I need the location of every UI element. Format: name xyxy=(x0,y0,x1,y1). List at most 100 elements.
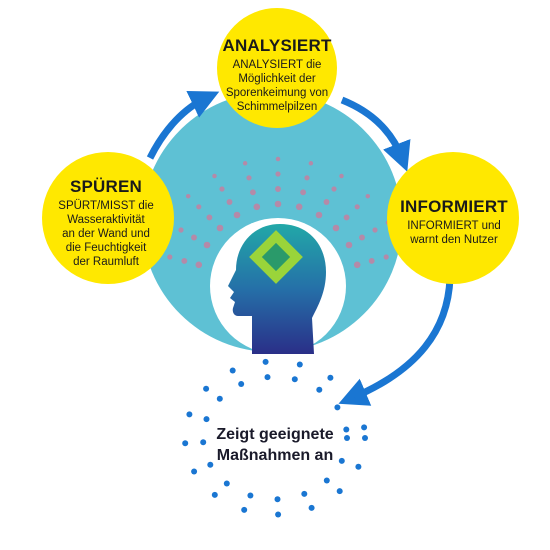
sensor-dot xyxy=(275,171,281,177)
sensor-dot xyxy=(178,227,184,233)
arrow-analysiert-to-informiert xyxy=(340,96,411,172)
spueren-title: SPÜREN xyxy=(69,177,143,196)
result-dot xyxy=(211,491,218,498)
result-dot xyxy=(182,440,189,447)
result-dot xyxy=(247,492,254,499)
informiert-circle xyxy=(387,152,519,284)
result-dot-ring xyxy=(182,358,368,518)
sensor-dot xyxy=(354,204,360,210)
sensor-dot xyxy=(332,224,340,232)
sensor-dot xyxy=(359,234,365,241)
spueren-line: Wasseraktivität xyxy=(67,214,145,226)
sensor-dot xyxy=(249,189,256,196)
sensor-dot xyxy=(196,204,202,210)
spueren-label: SPÜREN SPÜRT/MISST die Wasseraktivität a… xyxy=(42,177,170,269)
informiert-title: INFORMIERT xyxy=(400,197,508,216)
sensor-dot xyxy=(343,214,350,221)
result-dot xyxy=(338,457,345,464)
result-dot xyxy=(229,367,236,374)
result-dot xyxy=(349,396,356,403)
spueren-line: SPÜRT/MISST die xyxy=(58,200,154,212)
analysiert-line: ANALYSIERT die xyxy=(232,59,322,71)
analysiert-line: Möglichkeit der xyxy=(238,73,316,85)
analysiert-line: Sporenkeimung von xyxy=(225,87,329,99)
sensor-dot xyxy=(331,186,337,192)
sensor-dot xyxy=(226,199,233,205)
analysiert-circle xyxy=(217,8,337,128)
result-dot xyxy=(344,435,350,441)
sensor-dot xyxy=(212,173,217,179)
result-dot xyxy=(362,435,368,441)
informiert-line: warnt den Nutzer xyxy=(410,234,498,246)
analysiert-title: ANALYSIERT xyxy=(222,36,332,55)
informiert-line: INFORMIERT und xyxy=(407,220,501,232)
sensor-dot xyxy=(365,193,371,199)
human-head-silhouette-icon xyxy=(228,224,326,354)
result-dot xyxy=(308,504,315,511)
spueren-circle xyxy=(42,152,174,284)
spueren-line: an der Wand und xyxy=(62,228,150,240)
sensor-dot xyxy=(308,161,314,166)
result-dot xyxy=(200,439,207,446)
sensor-dot xyxy=(167,254,173,260)
result-dot xyxy=(291,376,298,383)
sensor-dot xyxy=(339,173,344,179)
sensor-dot xyxy=(191,234,197,241)
result-dot xyxy=(223,480,230,487)
analysiert-label: ANALYSIERT ANALYSIERT die Möglichkeit de… xyxy=(212,36,342,114)
spueren-description: SPÜRT/MISST die Wasseraktivität an der W… xyxy=(42,199,170,269)
sensor-dot xyxy=(203,241,211,249)
sensor-dot xyxy=(315,211,323,219)
result-dot xyxy=(207,461,214,468)
result-dot xyxy=(275,511,282,518)
sensor-dot xyxy=(274,200,282,208)
sensor-dot xyxy=(353,261,361,269)
sensor-dot xyxy=(181,257,188,264)
sensor-dot xyxy=(216,224,224,232)
result-dot xyxy=(186,411,193,418)
result-dot xyxy=(262,358,269,365)
informiert-description: INFORMIERT und warnt den Nutzer xyxy=(384,219,524,247)
informiert-label: INFORMIERT INFORMIERT und warnt den Nutz… xyxy=(384,197,524,247)
result-dot xyxy=(355,463,362,470)
sensor-dot xyxy=(246,175,252,181)
spueren-line: der Raumluft xyxy=(73,256,139,268)
analysiert-line: Schimmelpilzen xyxy=(236,101,318,113)
result-dot xyxy=(241,506,248,513)
result-dot xyxy=(203,416,210,423)
sensor-dot xyxy=(368,257,375,264)
result-dot xyxy=(343,426,350,433)
sensor-dot xyxy=(242,161,248,166)
result-line: Zeigt geeignete xyxy=(216,426,334,443)
result-dot xyxy=(238,381,245,387)
sensor-dot xyxy=(345,241,353,249)
sensor-dot xyxy=(275,186,281,192)
arrow-informiert-to-result xyxy=(338,277,454,406)
sensor-dot xyxy=(372,227,378,233)
result-dot xyxy=(361,424,368,431)
sensor-dot xyxy=(253,203,261,211)
sensor-dot xyxy=(300,189,307,196)
result-dot xyxy=(301,490,308,497)
result-dot xyxy=(191,468,198,475)
result-dot xyxy=(264,374,271,381)
sensor-dot xyxy=(233,211,241,219)
result-dot xyxy=(334,404,341,411)
sensor-dot xyxy=(295,203,303,211)
spueren-line: die Feuchtigkeit xyxy=(65,242,147,254)
arrow-spueren-to-analysiert xyxy=(146,91,220,160)
sensor-dot xyxy=(304,175,310,181)
result-dot xyxy=(274,496,281,503)
result-dot xyxy=(216,395,223,402)
sensor-dot xyxy=(185,193,191,199)
sensor-dot xyxy=(206,214,213,221)
result-line: Maßnahmen an xyxy=(216,447,334,464)
sensor-dot xyxy=(383,254,389,260)
result-dot xyxy=(323,477,330,484)
result-dot xyxy=(336,488,343,495)
result-label: Zeigt geeignete Maßnahmen an xyxy=(190,424,360,466)
result-dot xyxy=(316,386,323,393)
sensor-dot xyxy=(275,156,281,162)
sensor-dot xyxy=(219,186,225,192)
